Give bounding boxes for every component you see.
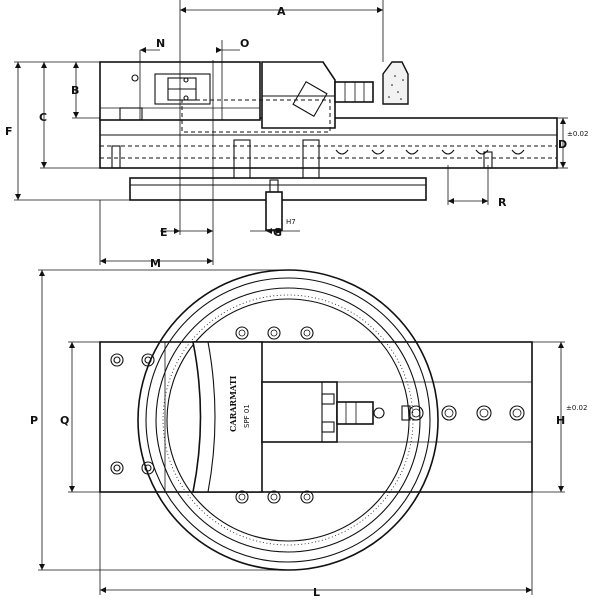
dim-label-P: P xyxy=(30,414,38,427)
dim-label-N: N xyxy=(156,37,165,50)
dim-label-G: G xyxy=(273,226,282,239)
brand-line2: SPF 01 xyxy=(243,404,251,428)
dim-label-D: D xyxy=(558,138,567,151)
top-moving-jaw xyxy=(261,381,338,443)
side-view xyxy=(14,0,568,265)
side-end-stop xyxy=(382,61,409,105)
dim-label-R: R xyxy=(498,196,507,209)
dim-label-H7: H7 xyxy=(286,218,296,226)
top-fixed-jaw xyxy=(192,341,263,493)
dim-tolerance-bottom: ±0.02 xyxy=(566,404,587,412)
dim-label-B: B xyxy=(71,84,79,97)
dim-label-H: H xyxy=(556,414,565,427)
dim-tolerance-top: ±0.02 xyxy=(567,130,588,138)
brand-line1: CARARMATI xyxy=(228,375,238,432)
dim-label-M: M xyxy=(150,257,161,270)
top-view: CARARMATI SPF 01 xyxy=(38,269,565,595)
dim-label-A: A xyxy=(277,5,286,18)
top-screw xyxy=(336,401,374,425)
dim-label-O: O xyxy=(240,37,249,50)
dim-label-F: F xyxy=(5,125,13,138)
side-key xyxy=(265,191,283,231)
dim-label-L: L xyxy=(313,586,320,599)
top-graduated-ring xyxy=(155,287,421,553)
dim-label-Q: Q xyxy=(60,414,69,427)
dim-label-C: C xyxy=(39,111,47,124)
side-screw xyxy=(334,81,374,103)
dim-label-E: E xyxy=(160,226,168,239)
